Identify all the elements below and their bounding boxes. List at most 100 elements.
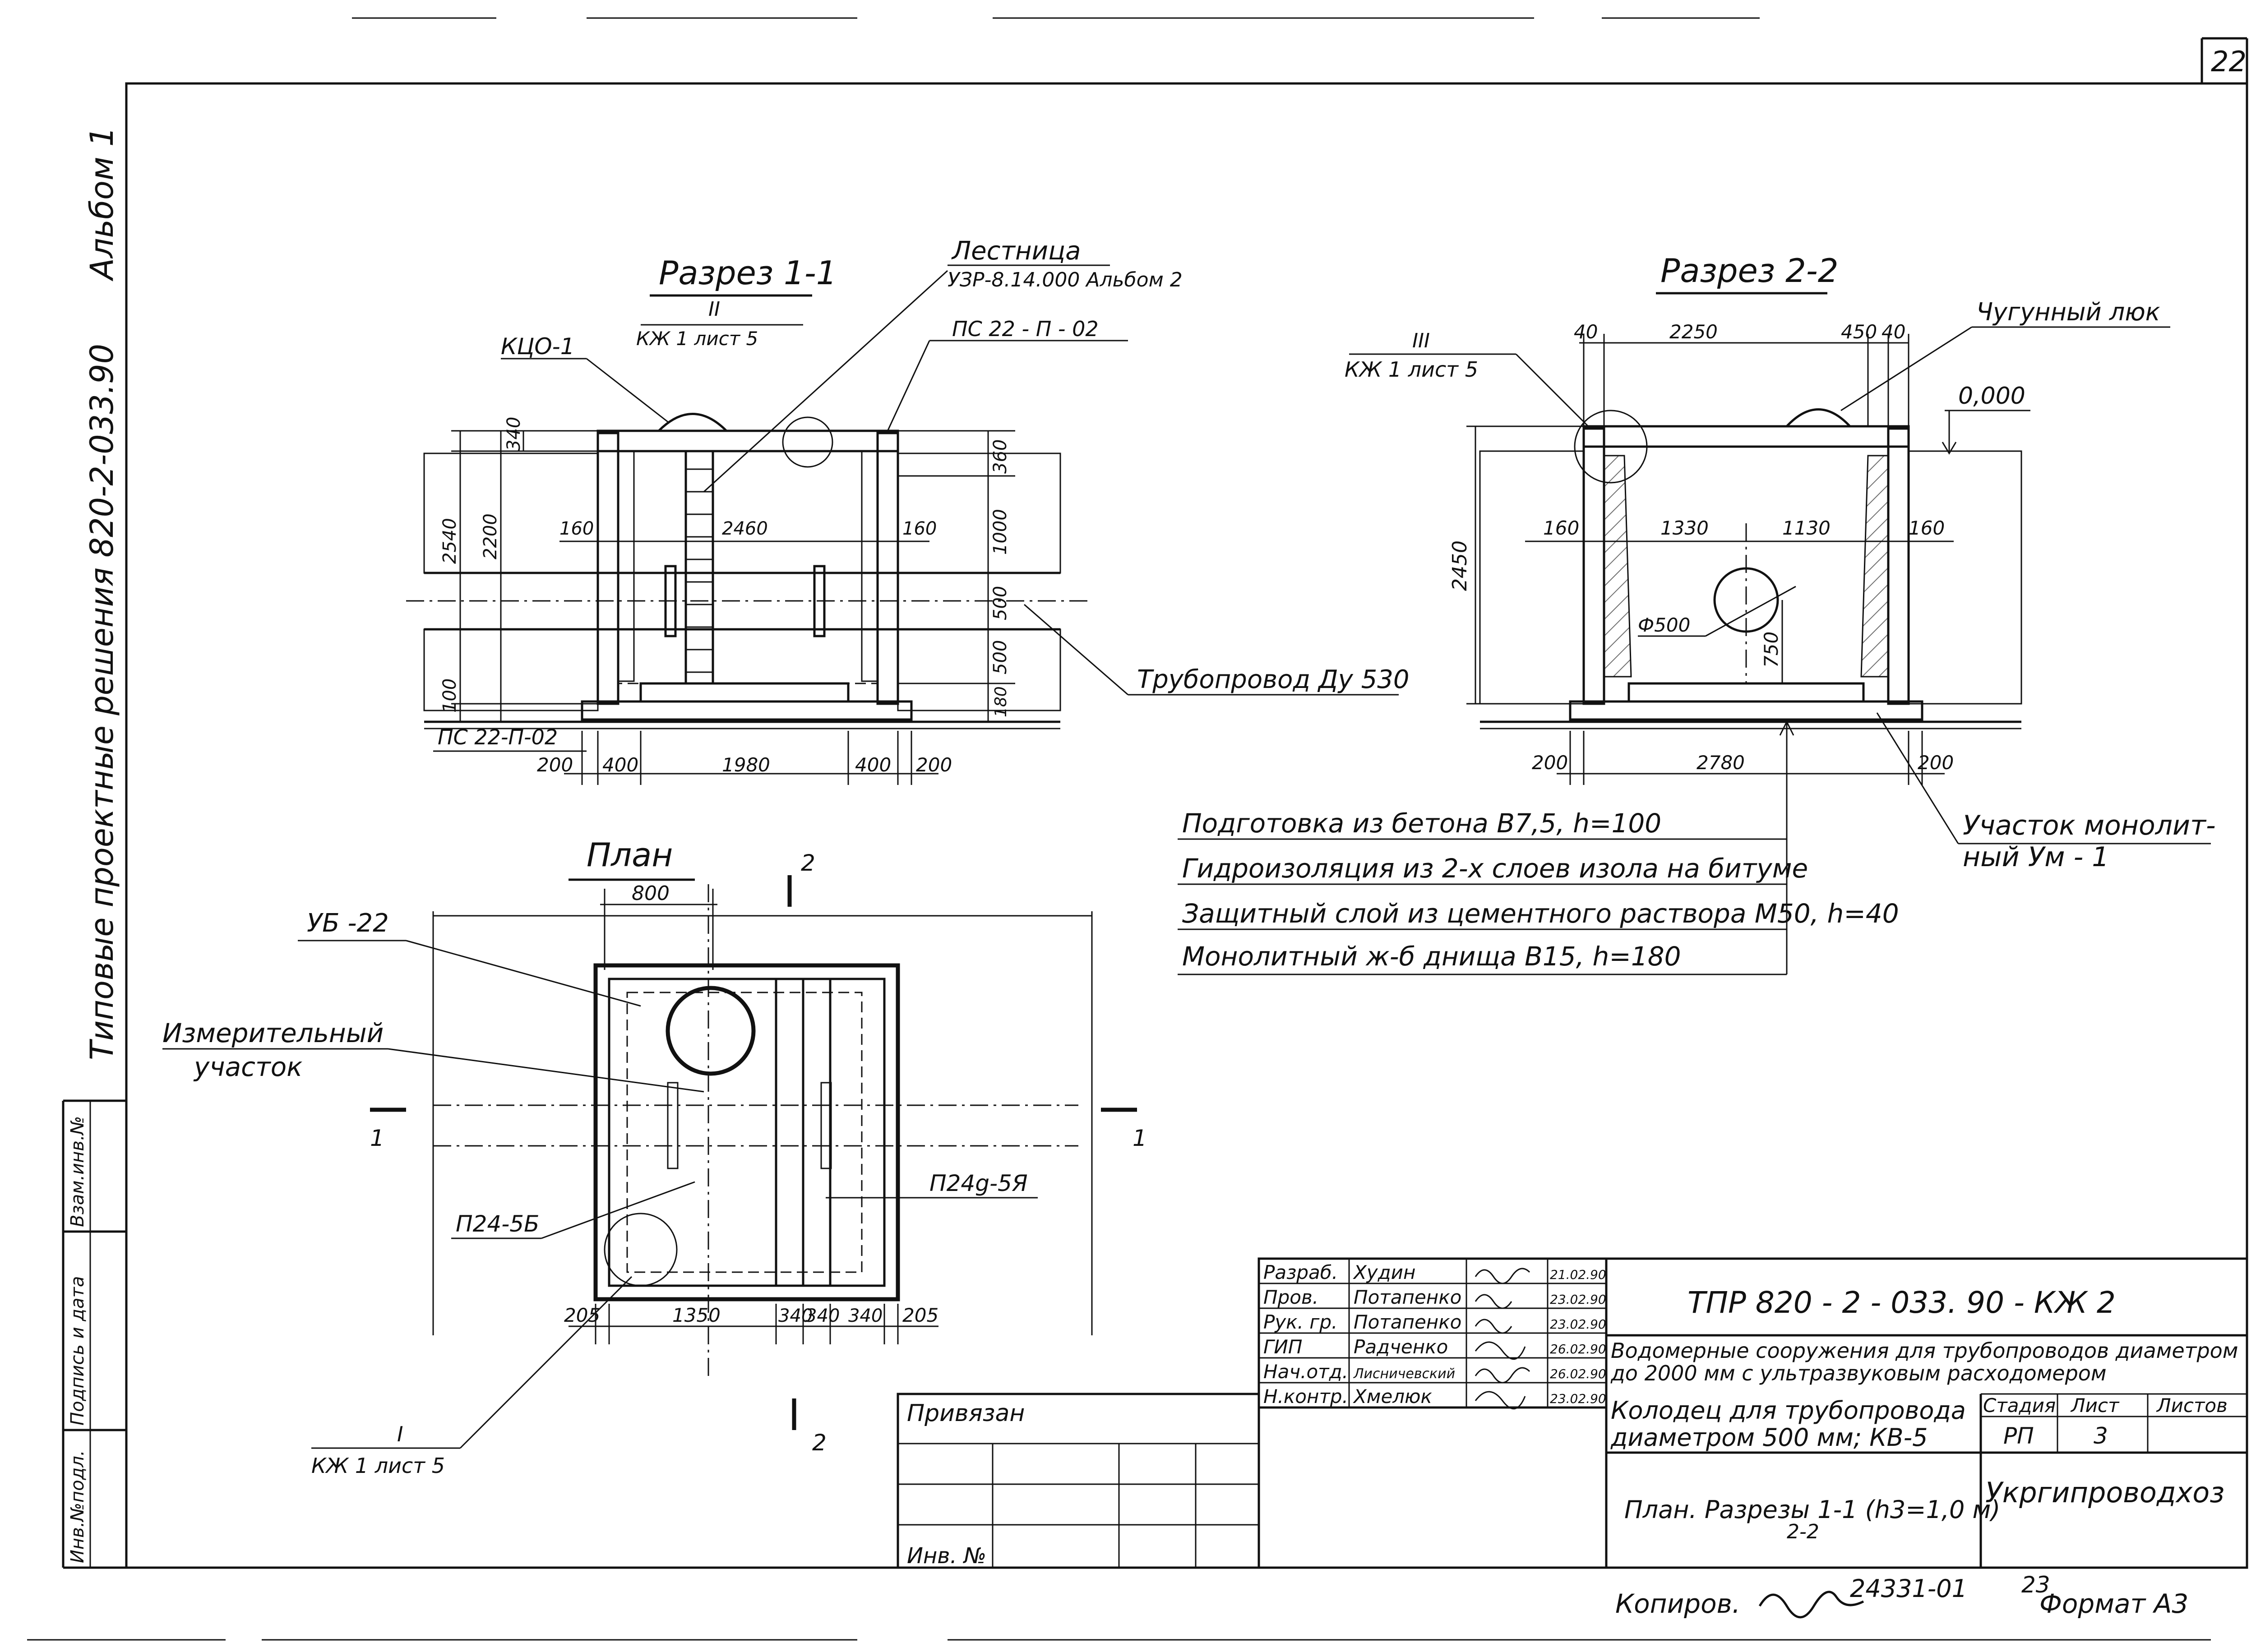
tb-date-0: 21.02.90 — [1550, 1267, 1606, 1282]
dim-160-right: 160 — [902, 518, 937, 539]
album-label: Альбом 1 — [83, 127, 120, 281]
tb-name-2: Потапенко — [1354, 1311, 1461, 1333]
tb-role-0: Разраб. — [1263, 1261, 1338, 1283]
tb-date-5: 23.02.90 — [1550, 1391, 1606, 1406]
pipe-label: Трубопровод Ду 530 — [1137, 665, 1409, 694]
dim-360: 360 — [990, 439, 1011, 474]
sheet-title-4: 2-2 — [1787, 1520, 1819, 1543]
format-label: Формат А3 — [2039, 1588, 2188, 1619]
plan-dim-205-left: 205 — [564, 1304, 600, 1326]
ref-iii-num: III — [1412, 329, 1430, 352]
dim-2540: 2540 — [439, 518, 460, 564]
s2-dim-450: 450 — [1841, 321, 1877, 343]
s2-bdim-200-right: 200 — [1918, 752, 1954, 774]
tb-date-4: 26.02.90 — [1550, 1366, 1606, 1381]
section-1-1: Разрез 1-1 — [406, 236, 1409, 785]
signature-1 — [1475, 1294, 1512, 1309]
dim-1000: 1000 — [990, 509, 1011, 555]
tb-name-3: Радченко — [1354, 1336, 1448, 1358]
plan-dim-1350: 1350 — [672, 1304, 721, 1326]
signature-4 — [1475, 1367, 1530, 1384]
sheet-title-3: План. Разрезы 1-1 (h3=1,0 м) — [1624, 1495, 2000, 1524]
project-title-1: Водомерные сооружения для трубопроводов … — [1611, 1338, 2238, 1363]
dim-500-b: 500 — [990, 640, 1011, 674]
copy-number: 24331-01 — [1850, 1574, 1967, 1603]
tb-date-1: 23.02.90 — [1550, 1292, 1606, 1307]
s2-bdim-2780: 2780 — [1697, 752, 1745, 774]
dim-100: 100 — [439, 678, 460, 713]
s2-dim-phi500: Ф500 — [1638, 614, 1690, 636]
ref-i-sheet: КЖ 1 лист 5 — [311, 1454, 445, 1478]
signature-0 — [1475, 1268, 1530, 1284]
side-col-inv: Инв.№подл. — [67, 1450, 88, 1563]
cut-1-right: 1 — [1133, 1125, 1147, 1151]
monolith-label-1: Участок монолит- — [1963, 810, 2216, 841]
side-stamp: Взам.инв.№ Подпись и дата Инв.№подл. — [62, 1099, 126, 1569]
layer-2: Гидроизоляция из 2-х слоев изола на биту… — [1182, 853, 1808, 884]
side-col-vzam: Взам.инв.№ — [67, 1116, 88, 1227]
inv-label: Инв. № — [907, 1543, 986, 1569]
dim-2460: 2460 — [722, 518, 768, 539]
signature-5 — [1475, 1391, 1526, 1410]
section-2-title: Разрез 2-2 — [1660, 252, 1839, 290]
dim-180: 180 — [992, 686, 1010, 717]
bdim-200-right: 200 — [916, 754, 952, 776]
s2-dim-2450: 2450 — [1448, 540, 1471, 591]
copy-page: 23 — [2021, 1572, 2050, 1598]
s2-dim-2250: 2250 — [1669, 321, 1718, 343]
bdim-400-left: 400 — [602, 754, 638, 776]
plan-title: План — [587, 836, 673, 874]
series-label: Типовые проектные решения 820-2-033.90 — [83, 344, 120, 1060]
level-0000: 0,000 — [1958, 383, 2025, 410]
dim-500-a: 500 — [990, 586, 1011, 620]
copied-label: Копиров. — [1615, 1588, 1740, 1619]
project-title-2: до 2000 мм с ультразвуковым расходомером — [1610, 1361, 2107, 1385]
organization: Укргипроводхоз — [1985, 1476, 2224, 1509]
stage-value: РП — [2003, 1423, 2034, 1449]
tb-role-5: Н.контр. — [1263, 1385, 1348, 1407]
s2-bdim-200-left: 200 — [1532, 752, 1568, 774]
tb-date-2: 23.02.90 — [1550, 1317, 1606, 1332]
layer-4: Монолитный ж-б днища В15, h=180 — [1182, 941, 1681, 972]
sheet-number: 22 — [2211, 45, 2247, 78]
tb-name-5: Хмелюк — [1353, 1385, 1432, 1407]
kco-label: КЦО-1 — [501, 333, 575, 360]
dim-2200: 2200 — [480, 513, 501, 559]
plan-dim-205-right: 205 — [902, 1304, 938, 1326]
section-1-title: Разрез 1-1 — [659, 254, 837, 292]
ref-ii-sheet: КЖ 1 лист 5 — [636, 328, 758, 350]
measure-label-2: участок — [193, 1052, 302, 1082]
layer-notes: Подготовка из бетона В7,5, h=100 Гидроиз… — [1178, 720, 1899, 975]
drawing-code: ТПР 820 - 2 - 033. 90 - КЖ 2 — [1687, 1285, 2116, 1320]
tb-role-2: Рук. гр. — [1263, 1311, 1337, 1333]
tb-name-0: Худин — [1353, 1261, 1415, 1283]
tb-role-3: ГИП — [1263, 1336, 1302, 1358]
pc-top-label: ПС 22 - П - 02 — [952, 317, 1099, 341]
ub-22-label: УБ -22 — [307, 909, 389, 938]
p24g-label: П24g-5Я — [929, 1170, 1028, 1196]
ref-ii-num: II — [708, 298, 720, 321]
ladder-ref: УЗР-8.14.000 Альбом 2 — [948, 268, 1183, 291]
plan-dim-800: 800 — [632, 882, 670, 905]
layer-1: Подготовка из бетона В7,5, h=100 — [1182, 808, 1661, 839]
s2-dim-160-right: 160 — [1909, 517, 1945, 539]
s2-dim-160-left: 160 — [1543, 517, 1579, 539]
sheet-header: Лист — [2070, 1394, 2120, 1417]
plan-dim-340-a: 340 — [778, 1306, 813, 1326]
ref-iii-sheet: КЖ 1 лист 5 — [1345, 357, 1478, 382]
stage-header: Стадия — [1983, 1394, 2056, 1417]
plan-dim-340-b: 340 — [805, 1306, 840, 1326]
sheet-title-1: Колодец для трубопровода — [1611, 1396, 1966, 1425]
plan-view: План 800 1 1 2 2 УБ -22 Измеритель — [162, 836, 1147, 1478]
title-block: Разраб. Пров. Рук. гр. ГИП Нач.отд. Н.ко… — [897, 1257, 2248, 1569]
s2-dim-1130: 1130 — [1782, 517, 1831, 539]
dim-340: 340 — [504, 417, 524, 451]
cut-1-left: 1 — [370, 1125, 384, 1151]
s2-dim-750: 750 — [1760, 632, 1782, 668]
s2-dim-40-right: 40 — [1882, 321, 1905, 343]
layer-3: Защитный слой из цементного раствора М50… — [1182, 898, 1899, 929]
signature-2 — [1475, 1319, 1512, 1334]
pc-bottom-label: ПС 22-П-02 — [438, 725, 558, 749]
monolith-label-2: ный Ум - 1 — [1963, 841, 2109, 873]
